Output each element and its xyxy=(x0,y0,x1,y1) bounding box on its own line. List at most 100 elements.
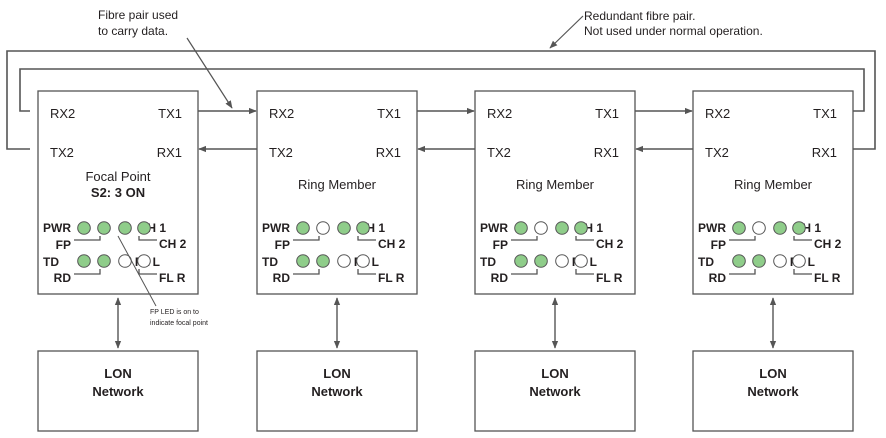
led-label-rd: RD xyxy=(491,271,509,285)
lon-network-box: LON Network xyxy=(474,350,636,432)
led-label-fp: FP xyxy=(711,238,726,252)
led-pwr-on xyxy=(514,221,528,235)
port-tx2-label: TX2 xyxy=(487,145,511,160)
led-label-td: TD xyxy=(698,255,714,269)
lon-label: LON xyxy=(759,366,786,381)
led-group-bracket xyxy=(793,269,812,275)
led-group-bracket xyxy=(511,236,538,241)
port-rx2-label: RX2 xyxy=(487,106,512,121)
led-group-bracket xyxy=(293,269,320,275)
port-tx1-label: TX1 xyxy=(158,106,182,121)
led-ch1-on xyxy=(555,221,569,235)
led-fp-off xyxy=(534,221,548,235)
led-group-bracket xyxy=(793,236,812,241)
port-rx1-label: RX1 xyxy=(157,145,182,160)
led-label-fp: FP xyxy=(56,238,71,252)
fp-note-leader-line xyxy=(117,235,157,307)
led-flr-off xyxy=(356,254,370,268)
port-rx2-label: RX2 xyxy=(705,106,730,121)
led-rd-on xyxy=(97,254,111,268)
led-label-pwr: PWR xyxy=(43,221,71,235)
led-pwr-on xyxy=(77,221,91,235)
port-rx2-label: RX2 xyxy=(50,106,75,121)
lon-network-box: LON Network xyxy=(37,350,199,432)
redundant-pair-label-line-1: Redundant fibre pair. xyxy=(584,9,695,23)
lon-label: LON xyxy=(104,366,131,381)
led-ch2-on xyxy=(574,221,588,235)
led-fll-off xyxy=(555,254,569,268)
network-label: Network xyxy=(529,384,581,399)
led-group-bracket xyxy=(138,236,157,241)
unit-role-label: Ring Member xyxy=(516,177,595,192)
led-label-ch2: CH 2 xyxy=(814,237,842,251)
led-label-flr: FL R xyxy=(378,271,405,285)
fp-led-note: FP LED is on to indicate focal point xyxy=(117,235,208,327)
led-label-td: TD xyxy=(262,255,278,269)
lon-label: LON xyxy=(323,366,350,381)
data-pair-annotation: Fibre pair used to carry data. xyxy=(98,8,233,109)
redundant-pair-annotation: Redundant fibre pair. Not used under nor… xyxy=(549,9,763,49)
led-td-on xyxy=(296,254,310,268)
led-td-on xyxy=(732,254,746,268)
led-label-flr: FL R xyxy=(596,271,623,285)
device-box xyxy=(37,90,199,295)
network-label: Network xyxy=(92,384,144,399)
led-flr-off xyxy=(574,254,588,268)
led-group-bracket xyxy=(729,269,756,275)
led-ch2-on xyxy=(792,221,806,235)
led-rd-on xyxy=(752,254,766,268)
led-label-pwr: PWR xyxy=(698,221,726,235)
led-label-rd: RD xyxy=(54,271,72,285)
unit-role-label: Ring Member xyxy=(734,177,813,192)
led-group-bracket xyxy=(575,269,594,275)
port-tx1-label: TX1 xyxy=(377,106,401,121)
lon-label: LON xyxy=(541,366,568,381)
led-label-pwr: PWR xyxy=(262,221,290,235)
led-label-rd: RD xyxy=(709,271,727,285)
led-group-bracket xyxy=(729,236,756,241)
led-td-on xyxy=(514,254,528,268)
port-tx1-label: TX1 xyxy=(595,106,619,121)
led-group-bracket xyxy=(357,236,376,241)
lon-network-frame xyxy=(256,350,418,432)
lon-network-frame xyxy=(37,350,199,432)
lon-network-frame xyxy=(474,350,636,432)
led-group-bracket xyxy=(511,269,538,275)
led-ch1-on xyxy=(118,221,132,235)
led-rd-on xyxy=(316,254,330,268)
led-label-fp: FP xyxy=(493,238,508,252)
port-rx1-label: RX1 xyxy=(376,145,401,160)
led-ch1-on xyxy=(337,221,351,235)
led-fp-on xyxy=(97,221,111,235)
led-group-bracket xyxy=(293,236,320,241)
led-group-bracket xyxy=(74,269,101,275)
led-label-ch2: CH 2 xyxy=(159,237,187,251)
led-flr-off xyxy=(137,254,151,268)
device-box xyxy=(256,90,418,295)
unit-status-label: S2: 3 ON xyxy=(91,185,145,200)
led-label-rd: RD xyxy=(273,271,291,285)
led-ch2-on xyxy=(137,221,151,235)
data-pair-label-line-2: to carry data. xyxy=(98,24,168,38)
redundant-fibre-loop xyxy=(6,50,876,150)
led-group-bracket xyxy=(575,236,594,241)
led-td-on xyxy=(77,254,91,268)
led-fp-off xyxy=(316,221,330,235)
led-fll-off xyxy=(773,254,787,268)
led-label-ch2: CH 2 xyxy=(596,237,624,251)
led-label-pwr: PWR xyxy=(480,221,508,235)
led-flr-off xyxy=(792,254,806,268)
redundant-inner-line xyxy=(19,68,865,112)
data-pair-label-line-1: Fibre pair used xyxy=(98,8,178,22)
lon-network-box: LON Network xyxy=(692,350,854,432)
network-label: Network xyxy=(747,384,799,399)
redundant-outer-line xyxy=(6,50,876,150)
